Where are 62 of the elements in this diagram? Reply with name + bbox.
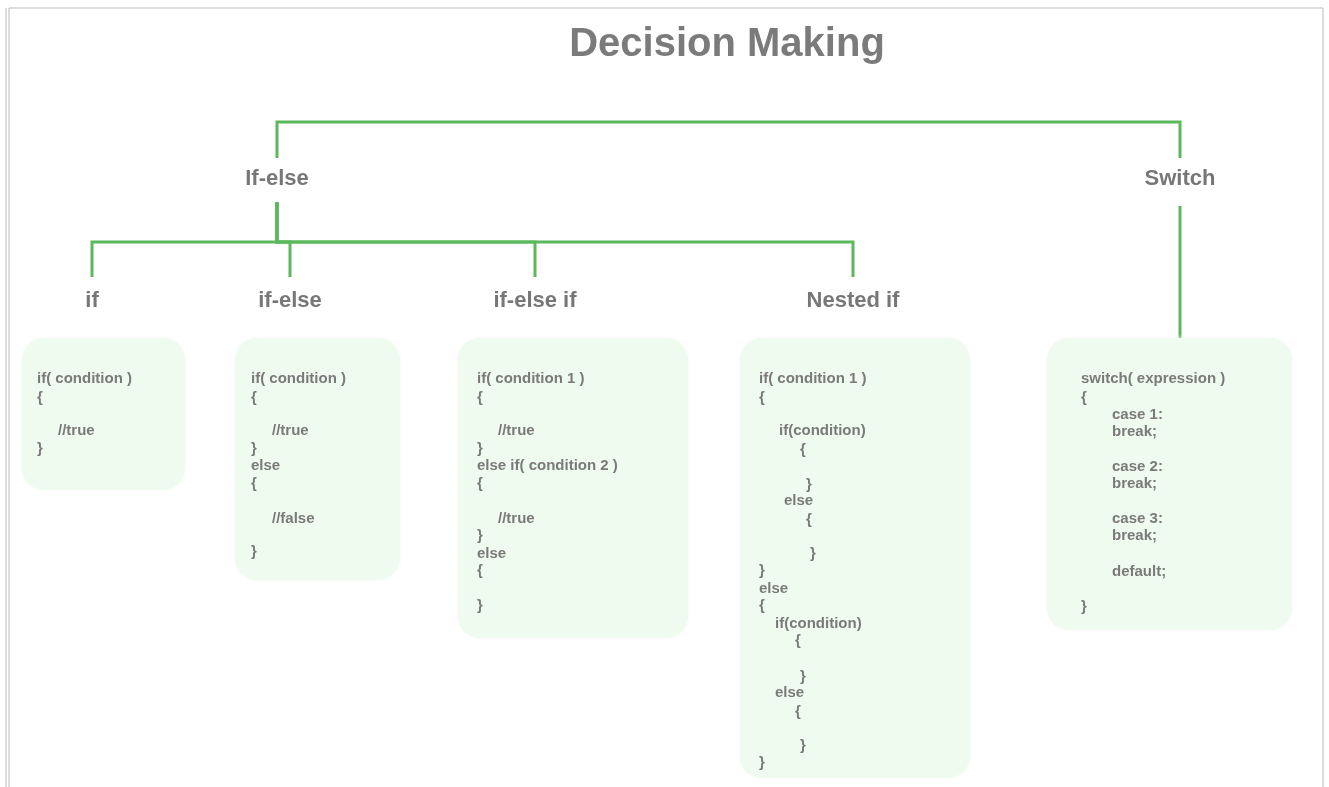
code-line: switch( expression ) — [1081, 369, 1226, 387]
code-line: //true — [58, 421, 95, 439]
code-line: if(condition) — [775, 614, 862, 632]
category-label: Nested if — [788, 287, 918, 313]
code-line: } — [800, 736, 806, 754]
code-line: { — [800, 440, 806, 458]
category-label: Switch — [1130, 164, 1230, 192]
code-line: if( condition 1 ) — [477, 369, 585, 387]
code-line: } — [759, 561, 765, 579]
code-line: } — [759, 753, 765, 771]
code-line: else — [251, 456, 281, 474]
code-line: else — [775, 683, 805, 701]
code-line: //true — [498, 509, 535, 527]
code-card — [1047, 338, 1292, 630]
code-line: break; — [1112, 474, 1158, 492]
code-line: { — [795, 702, 801, 720]
code-line: { — [759, 596, 765, 614]
code-line: { — [251, 474, 257, 492]
code-line: break; — [1112, 422, 1158, 440]
code-line: case 1: — [1112, 405, 1163, 423]
code-line: { — [477, 388, 483, 406]
code-line: } — [37, 439, 43, 457]
diagram-title: Decision Making — [568, 20, 886, 65]
category-label: if-else — [245, 287, 335, 313]
code-line: } — [251, 542, 257, 560]
code-line: case 2: — [1112, 457, 1163, 475]
code-line: else — [784, 491, 814, 509]
code-line: { — [1081, 388, 1087, 406]
category-label: if-else if — [475, 287, 595, 313]
code-line: { — [806, 510, 812, 528]
code-line: } — [251, 439, 257, 457]
code-line: if( condition ) — [251, 369, 346, 387]
code-line: else — [477, 544, 507, 562]
category-label: if — [72, 287, 112, 313]
connector-line — [1178, 206, 1182, 338]
code-line: { — [477, 474, 483, 492]
code-line: } — [477, 526, 483, 544]
code-line: if( condition 1 ) — [759, 369, 867, 387]
code-line: { — [37, 388, 43, 406]
code-line: { — [795, 631, 801, 649]
code-line: } — [806, 475, 812, 493]
code-line: if( condition ) — [37, 369, 132, 387]
connector-line — [275, 202, 855, 277]
code-line: } — [1081, 597, 1087, 615]
category-label: If-else — [227, 164, 327, 192]
code-line: //true — [272, 421, 309, 439]
code-line: if(condition) — [779, 421, 866, 439]
code-line: else — [759, 579, 789, 597]
code-line: //true — [498, 421, 535, 439]
code-line: { — [477, 561, 483, 579]
code-line: //false — [272, 509, 315, 527]
code-line: default; — [1112, 562, 1167, 580]
code-line: } — [800, 667, 806, 685]
code-line: else if( condition 2 ) — [477, 456, 618, 474]
code-line: case 3: — [1112, 509, 1163, 527]
code-line: } — [477, 439, 483, 457]
code-line: } — [810, 544, 816, 562]
code-line: { — [251, 388, 257, 406]
code-line: { — [759, 388, 765, 406]
code-line: break; — [1112, 526, 1158, 544]
code-line: } — [477, 596, 483, 614]
connector-line — [275, 120, 1182, 158]
